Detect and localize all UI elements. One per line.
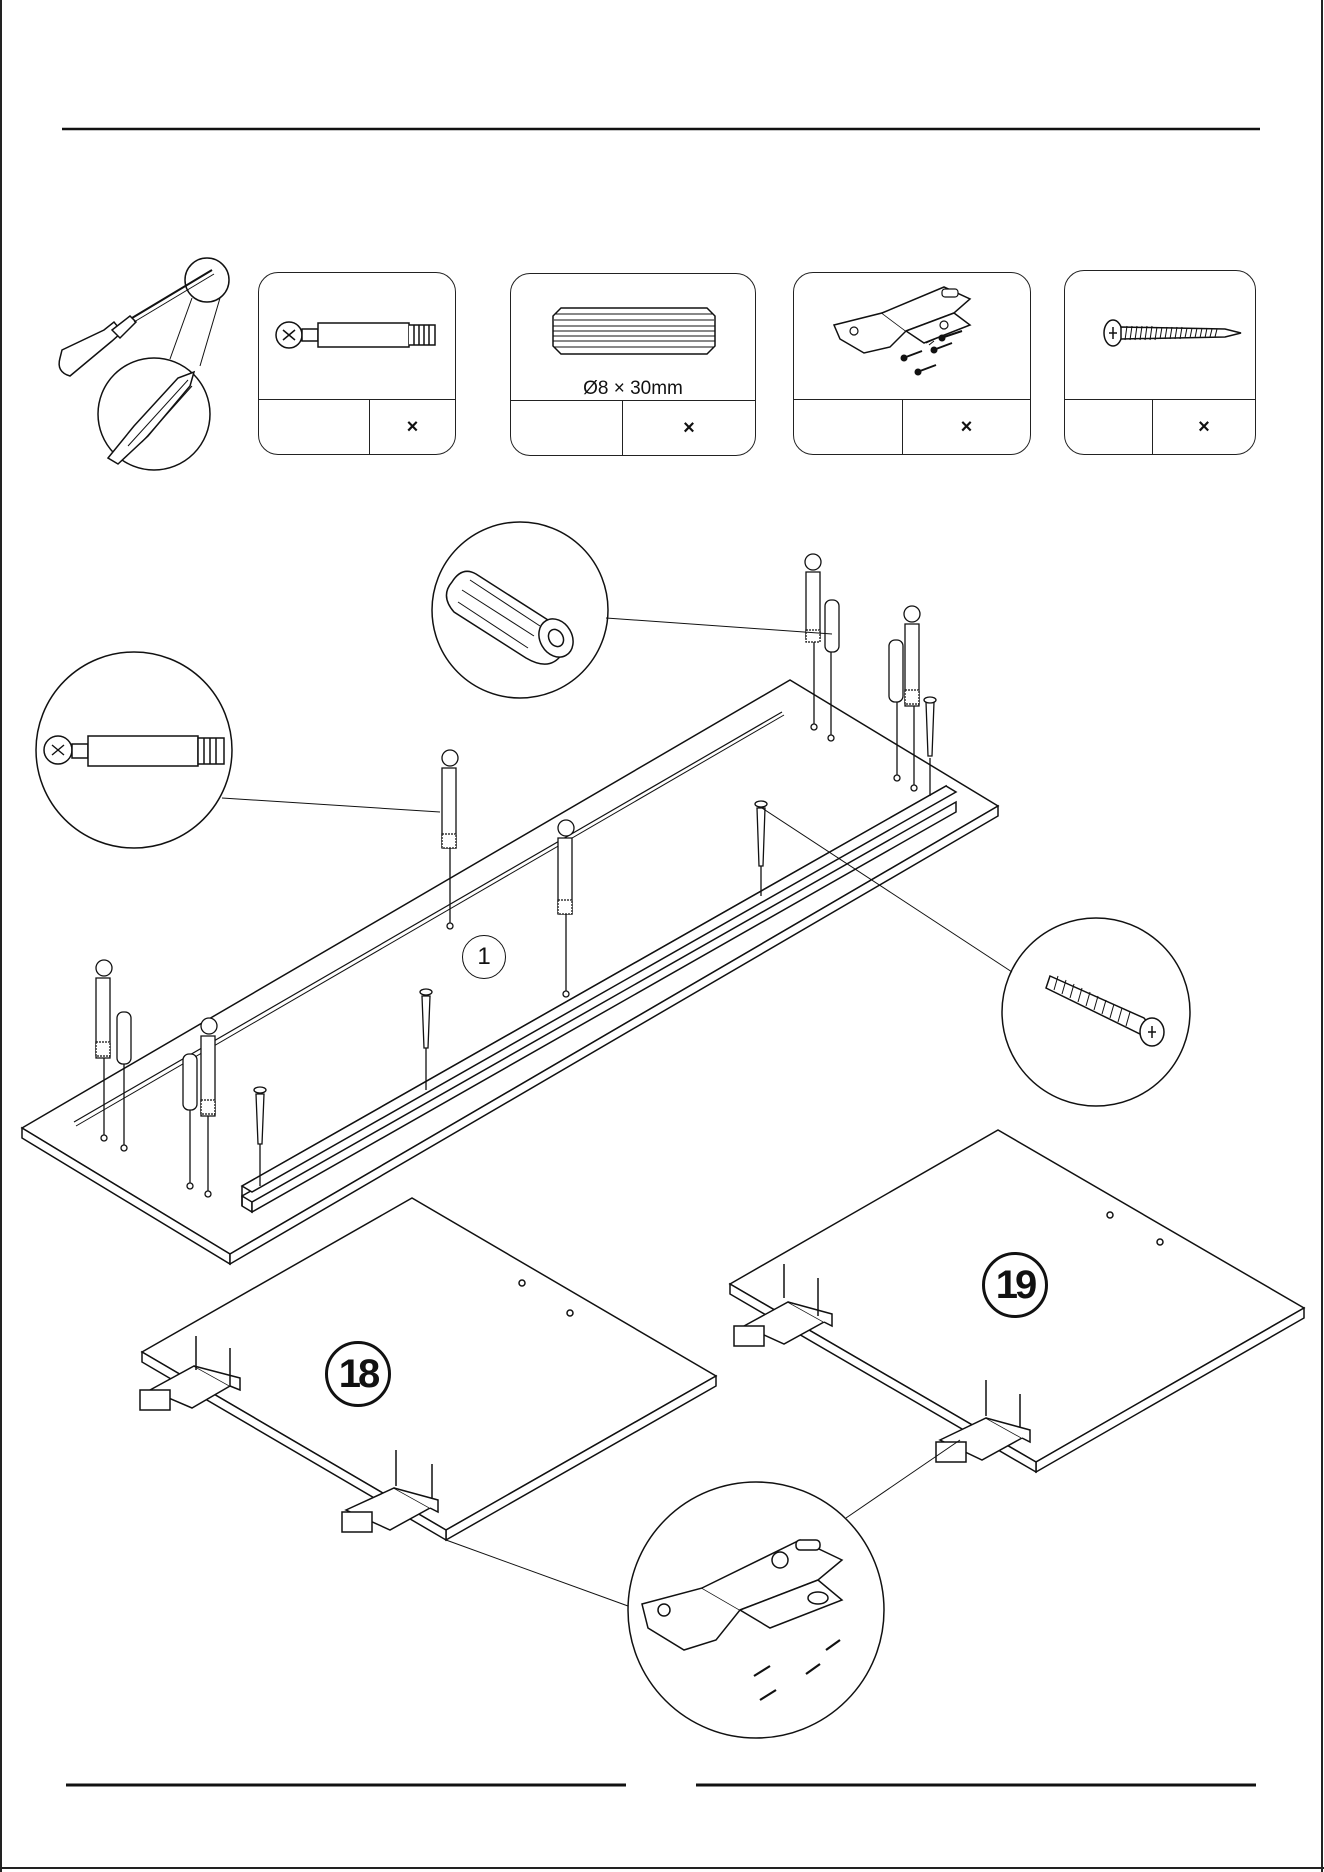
dowel-size-label: Ø8 × 30mm [511,378,755,400]
quantity-blank [794,400,902,454]
callout-cam-bolt-detail [36,652,440,848]
base-panel-number: 1 [462,935,506,979]
door-left-number: 18 [325,1341,391,1407]
callout-dowel-detail [432,522,832,698]
quantity-multiplier: × [369,400,455,454]
quantity-multiplier: × [902,400,1030,454]
hardware-box-hinge: × [793,272,1031,455]
screw-icon [1065,271,1257,401]
hinge-icon [794,273,1032,403]
assembly-diagram [0,500,1324,1780]
quantity-multiplier: × [1152,400,1255,454]
cam-bolt-icon [259,273,457,403]
phillips-screwdriver-icon [52,246,242,472]
quantity-row: × [511,400,755,455]
quantity-row: × [794,399,1030,454]
quantity-blank [259,400,369,454]
hardware-box-cam-bolt: × [258,272,456,455]
quantity-row: × [259,399,455,454]
quantity-multiplier: × [622,401,755,455]
quantity-blank [511,401,622,455]
door-right-number: 19 [982,1252,1048,1318]
hardware-box-screw: × [1064,270,1256,455]
hardware-box-dowel: Ø8 × 30mm × [510,273,756,456]
quantity-row: × [1065,399,1255,454]
quantity-blank [1065,400,1152,454]
